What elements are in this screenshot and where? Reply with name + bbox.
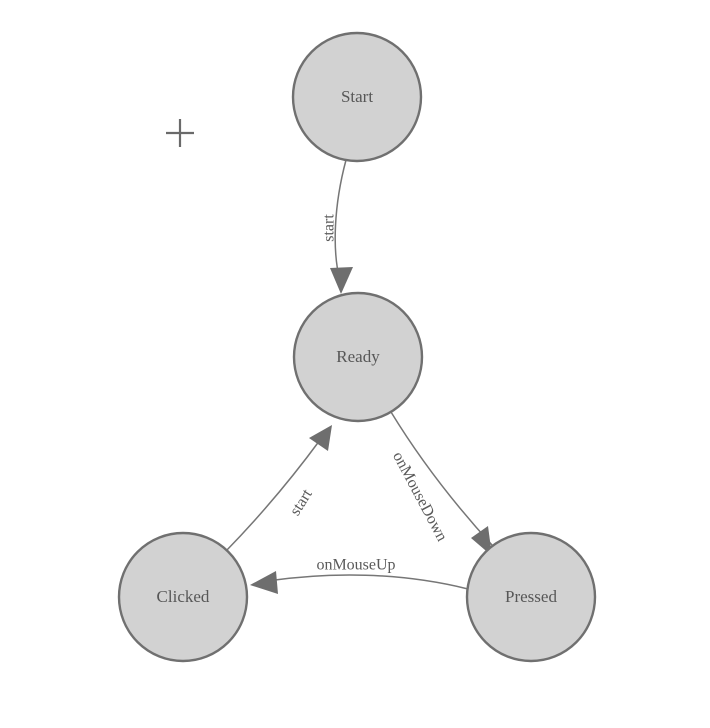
edge-label-start-ready: start <box>321 214 338 242</box>
node-label: Pressed <box>505 587 557 606</box>
edge-start-to-ready[interactable]: start <box>321 159 353 294</box>
node-shape[interactable] <box>292 291 424 423</box>
node-start[interactable]: Start <box>291 31 423 163</box>
edge-label-onmousedown: onMouseDown <box>389 449 450 544</box>
edge-pressed-to-clicked[interactable]: onMouseUp <box>250 557 469 594</box>
node-ready[interactable]: Ready <box>292 291 424 423</box>
edge-path <box>225 439 321 552</box>
node-label: Start <box>341 87 373 106</box>
arrowhead-icon <box>250 571 278 594</box>
edge-path <box>266 574 469 590</box>
crosshair-icon <box>166 119 194 147</box>
edge-clicked-to-ready[interactable]: start <box>225 425 332 552</box>
node-label: Clicked <box>157 587 210 606</box>
edge-ready-to-pressed[interactable]: onMouseDown <box>389 411 493 556</box>
node-shape[interactable] <box>291 31 423 163</box>
edge-label-start-clicked-ready: start <box>287 486 316 519</box>
arrowhead-icon <box>471 526 492 556</box>
node-shape[interactable] <box>465 531 597 663</box>
edge-label-onmouseup: onMouseUp <box>316 557 395 574</box>
node-shape[interactable] <box>117 531 249 663</box>
node-pressed[interactable]: Pressed <box>465 531 597 663</box>
node-label: Ready <box>336 347 380 366</box>
arrowhead-icon <box>309 425 332 451</box>
node-clicked[interactable]: Clicked <box>117 531 249 663</box>
arrowhead-icon <box>330 267 353 294</box>
